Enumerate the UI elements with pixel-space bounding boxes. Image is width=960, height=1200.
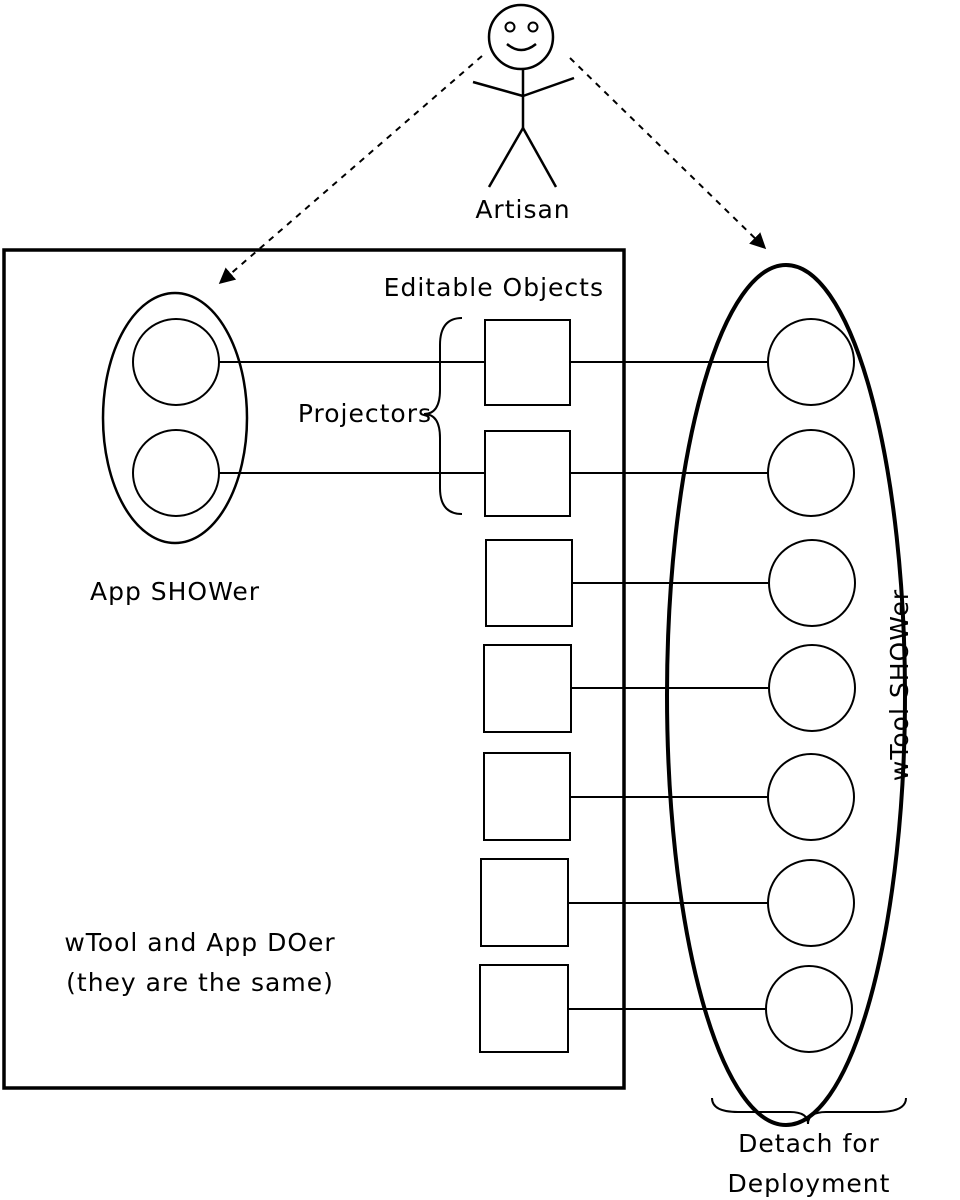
app-shower-ellipse [101, 291, 249, 545]
wtool-shower-label: wTool SHOWer [885, 589, 914, 781]
wtool-shower-ellipse [665, 263, 907, 1127]
wtool-projector-circle [767, 429, 855, 517]
wtool-projector-circle [767, 753, 855, 841]
artisan-actor-icon [472, 3, 575, 188]
detach-label-line1: Detach for [738, 1129, 880, 1158]
app-shower-label: App SHOWer [90, 577, 260, 606]
artisan-label: Artisan [475, 195, 570, 224]
editable-objects-label: Editable Objects [384, 273, 604, 302]
wtool-projector-circle [768, 644, 856, 732]
app-projector-circle [132, 429, 220, 517]
doer-label-line2: (they are the same) [66, 968, 334, 997]
doer-label-line1: wTool and App DOer [64, 928, 335, 957]
wtool-projector-circle [767, 318, 855, 406]
arrow-to-wtool-shower [569, 57, 767, 250]
wtool-projector-circle [765, 965, 853, 1053]
editable-object [484, 430, 571, 517]
projectors-brace [423, 317, 463, 515]
arrow-to-app-shower [218, 55, 483, 285]
doer-box [2, 248, 626, 1090]
app-projector-circle [132, 318, 220, 406]
editable-object [483, 752, 571, 841]
wtool-projector-circle [768, 539, 856, 627]
editable-object [485, 539, 573, 627]
editable-object [483, 644, 572, 733]
projectors-label: Projectors [298, 399, 432, 428]
wtool-projector-circle [767, 859, 855, 947]
detach-brace [711, 1097, 907, 1125]
editable-object [479, 964, 569, 1053]
detach-label-line2: Deployment [728, 1169, 891, 1198]
editable-object [480, 858, 569, 947]
editable-object [484, 319, 571, 406]
